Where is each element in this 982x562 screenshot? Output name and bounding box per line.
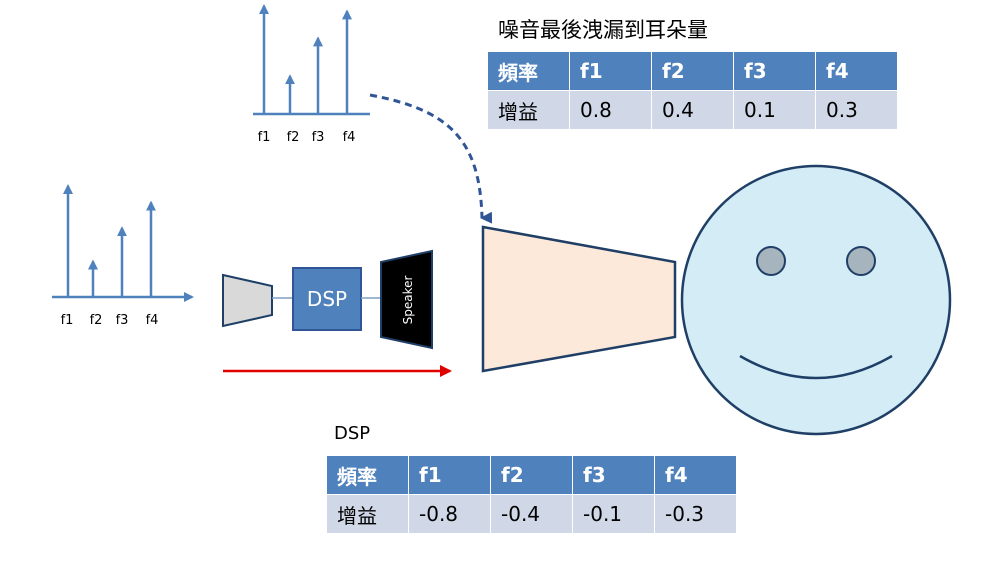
header-cell: 頻率 (487, 51, 570, 91)
leak-dashed-arrow (369, 93, 493, 224)
dsp-block (292, 267, 362, 331)
smile (739, 354, 893, 380)
spectrum-label: f2 (287, 130, 300, 145)
header-cell: 頻率 (326, 455, 409, 495)
table-cell: 增益 (487, 90, 570, 130)
spectrum-label: f3 (312, 130, 325, 145)
table-header-row: 頻率 f1 f2 f3 f4 (487, 51, 898, 91)
dsp-block-label: DSP (307, 287, 347, 311)
spectrum-label: f1 (258, 130, 271, 145)
table-cell: 0.3 (815, 90, 898, 130)
noise-table-title: 噪音最後洩漏到耳朵量 (498, 18, 708, 42)
header-cell: f3 (572, 455, 655, 495)
table-cell: 0.4 (651, 90, 734, 130)
table-cell: 增益 (326, 494, 409, 534)
spectrum-label: f1 (61, 313, 74, 328)
table-row: 增益 -0.8 -0.4 -0.1 -0.3 (326, 494, 737, 534)
table-cell: 0.8 (569, 90, 652, 130)
microphone-shape (222, 273, 273, 328)
right-eye (846, 246, 876, 276)
table-cell: 0.1 (733, 90, 816, 130)
header-cell: f2 (490, 455, 573, 495)
header-cell: f4 (815, 51, 898, 91)
table-row: 增益 0.8 0.4 0.1 0.3 (487, 90, 898, 130)
spectrum-label: f4 (146, 313, 159, 328)
table-header-row: 頻率 f1 f2 f3 f4 (326, 455, 737, 495)
header-cell: f1 (569, 51, 652, 91)
table-cell: -0.3 (654, 494, 737, 534)
header-cell: f2 (651, 51, 734, 91)
dsp-table-title: DSP (334, 423, 371, 444)
dsp-gain-table: 頻率 f1 f2 f3 f4 增益 -0.8 -0.4 -0.1 -0.3 (326, 455, 737, 534)
table-cell: -0.1 (572, 494, 655, 534)
noise-gain-table: 頻率 f1 f2 f3 f4 增益 0.8 0.4 0.1 0.3 (487, 51, 898, 130)
noise-spectrum-top: f1 f2 f3 f4 (253, 4, 370, 145)
ear-funnel (481, 225, 677, 373)
header-cell: f3 (733, 51, 816, 91)
spectrum-label: f2 (90, 313, 103, 328)
speaker-label: Speaker (401, 276, 415, 325)
speaker-shape (380, 249, 433, 350)
spectrum-label: f4 (343, 130, 356, 145)
table-cell: -0.4 (490, 494, 573, 534)
listener-face (680, 164, 952, 436)
spectrum-label: f3 (116, 313, 129, 328)
table-cell: -0.8 (408, 494, 491, 534)
header-cell: f4 (654, 455, 737, 495)
left-eye (756, 246, 786, 276)
header-cell: f1 (408, 455, 491, 495)
noise-spectrum-left: f1 f2 f3 f4 (52, 184, 194, 328)
